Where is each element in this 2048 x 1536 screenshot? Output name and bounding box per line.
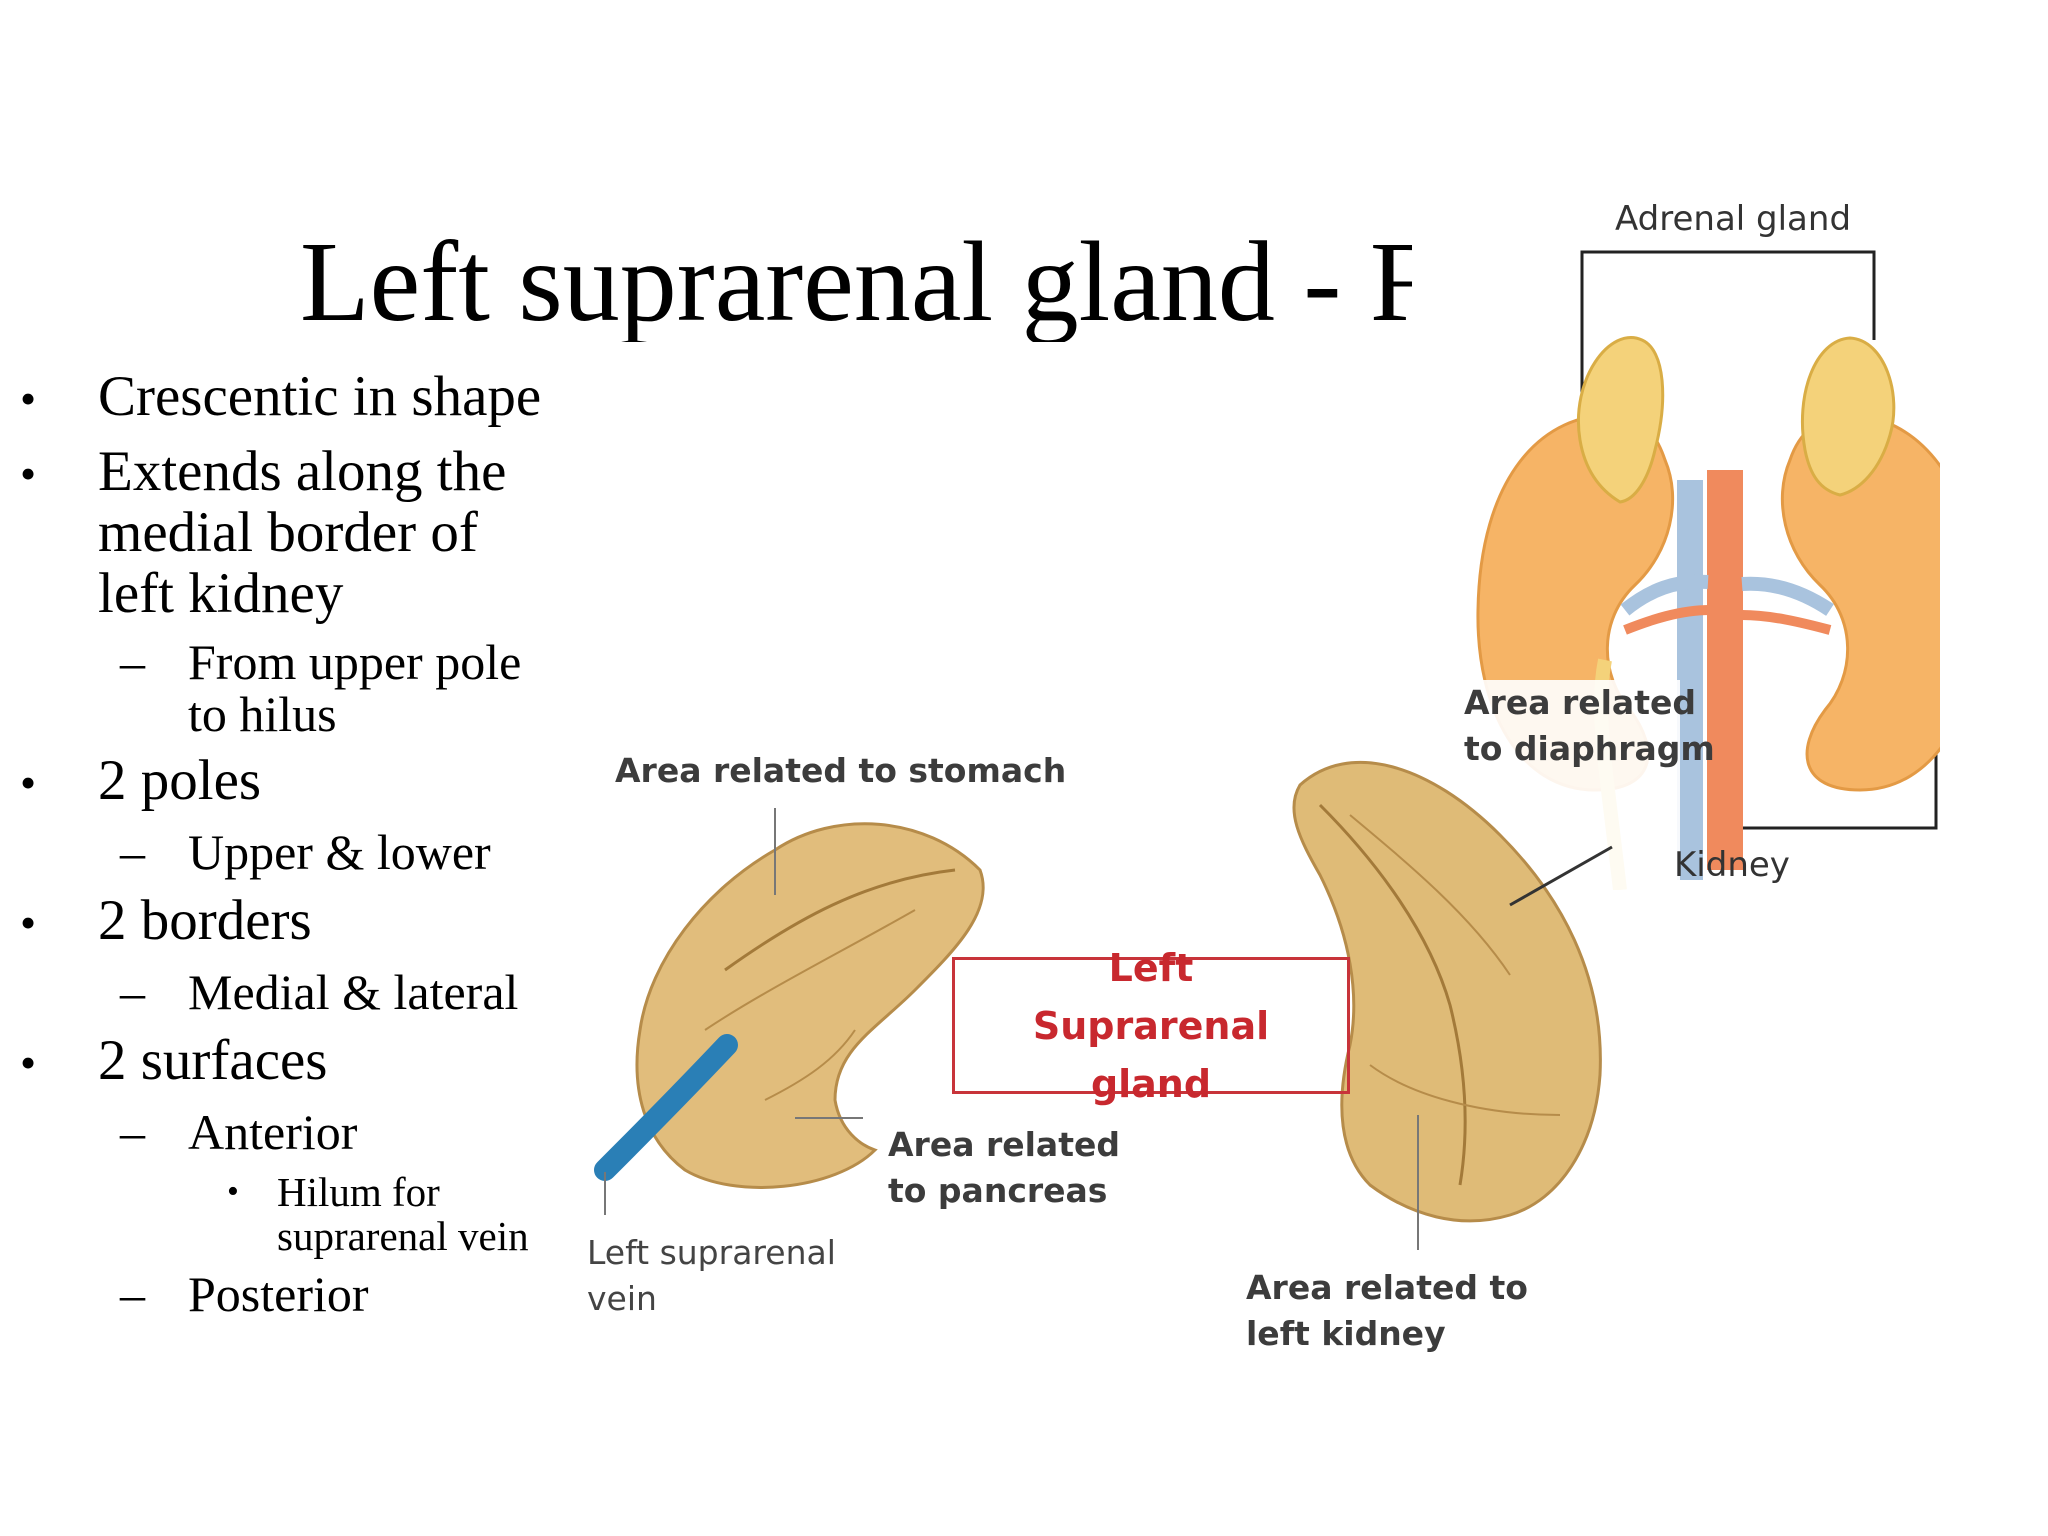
slide-title: Left suprarenal gland - F xyxy=(300,222,1412,342)
pancreas-area-line: to pancreas xyxy=(888,1171,1108,1210)
bullet-marker: • xyxy=(20,1037,37,1088)
sub-bullet-text: From upper pole xyxy=(188,634,522,690)
bullet-marker: • xyxy=(20,373,37,424)
dash-marker: – xyxy=(120,964,145,1020)
slide-title-container: Left suprarenal gland - F xyxy=(300,222,1412,342)
bullet-marker: • xyxy=(20,897,37,948)
bullet-item: • Extends along the medial border of lef… xyxy=(20,440,507,625)
sub-bullet-text: to hilus xyxy=(188,686,337,742)
suprarenal-vein-label: Left suprarenal vein xyxy=(587,1230,836,1322)
kidney-area-line: Area related to xyxy=(1246,1268,1528,1307)
bullet-text: medial border of xyxy=(98,501,478,564)
sub-bullet-text: Upper & lower xyxy=(188,824,491,880)
bullet-text: 2 poles xyxy=(98,749,262,812)
sub-bullet-text: Medial & lateral xyxy=(188,964,519,1020)
bullet-marker: • xyxy=(20,757,37,808)
bullet-text: 2 borders xyxy=(98,889,312,952)
dash-marker: – xyxy=(120,1104,145,1160)
callout-text: Left Suprarenal gland xyxy=(1032,945,1270,1106)
bullet-text: left kidney xyxy=(98,562,344,625)
sub-bullet-item: – Upper & lower xyxy=(120,824,491,880)
bullet-item: • 2 poles xyxy=(20,749,262,812)
kidney-area-label: Area related to left kidney xyxy=(1246,1265,1528,1357)
diaphragm-area-label: Area related to diaphragm xyxy=(1464,680,1715,772)
aorta xyxy=(1707,470,1743,870)
vein-label-line: Left suprarenal xyxy=(587,1233,836,1272)
kidney-area-line: left kidney xyxy=(1246,1314,1446,1353)
bullet-text: Crescentic in shape xyxy=(98,365,542,428)
pancreas-area-label: Area related to pancreas xyxy=(888,1122,1120,1214)
sub-sub-bullet-text: Hilum for xyxy=(277,1169,440,1215)
vein-label-line: vein xyxy=(587,1279,657,1318)
gland-posterior-illustration xyxy=(1292,761,1613,1250)
sub-bullet-item: – Posterior xyxy=(120,1266,369,1322)
adrenal-gland-label: Adrenal gland xyxy=(1615,199,1852,239)
dash-marker: – xyxy=(120,824,145,880)
bullet-item: • 2 surfaces xyxy=(20,1029,328,1092)
left-suprarenal-gland-callout: Left Suprarenal gland xyxy=(952,946,1350,1106)
bullet-marker: • xyxy=(20,448,37,499)
dash-marker: – xyxy=(120,634,145,690)
bullet-marker: • xyxy=(227,1173,239,1210)
vena-cava xyxy=(1677,480,1703,880)
bullet-text: 2 surfaces xyxy=(98,1029,328,1092)
sub-sub-bullet-item: • Hilum for suprarenal vein xyxy=(227,1169,529,1259)
sub-bullet-text: Anterior xyxy=(188,1104,358,1160)
gland-anterior-shape xyxy=(635,822,985,1189)
bullet-item: • Crescentic in shape xyxy=(20,365,542,428)
suprarenal-vein-shape xyxy=(594,1034,738,1181)
left-adrenal-shape xyxy=(1577,336,1665,504)
right-kidney-shape xyxy=(1780,413,1940,792)
sub-sub-bullet-text: suprarenal vein xyxy=(277,1213,529,1259)
gland-anterior-illustration xyxy=(594,808,985,1215)
sub-bullet-text: Posterior xyxy=(188,1266,369,1322)
diaphragm-area-line: to diaphragm xyxy=(1464,729,1715,768)
right-adrenal-shape xyxy=(1800,336,1896,497)
stomach-area-label: Area related to stomach xyxy=(615,751,1067,790)
sub-bullet-item: – From upper pole to hilus xyxy=(120,634,522,742)
sub-bullet-item: – Anterior xyxy=(120,1104,358,1160)
bullet-item: • 2 borders xyxy=(20,889,312,952)
dash-marker: – xyxy=(120,1266,145,1322)
diaphragm-area-line: Area related xyxy=(1464,683,1696,722)
kidney-label: Kidney xyxy=(1674,845,1790,885)
bullet-text: Extends along the xyxy=(98,440,507,503)
sub-bullet-item: – Medial & lateral xyxy=(120,964,519,1020)
pancreas-area-line: Area related xyxy=(888,1125,1120,1164)
